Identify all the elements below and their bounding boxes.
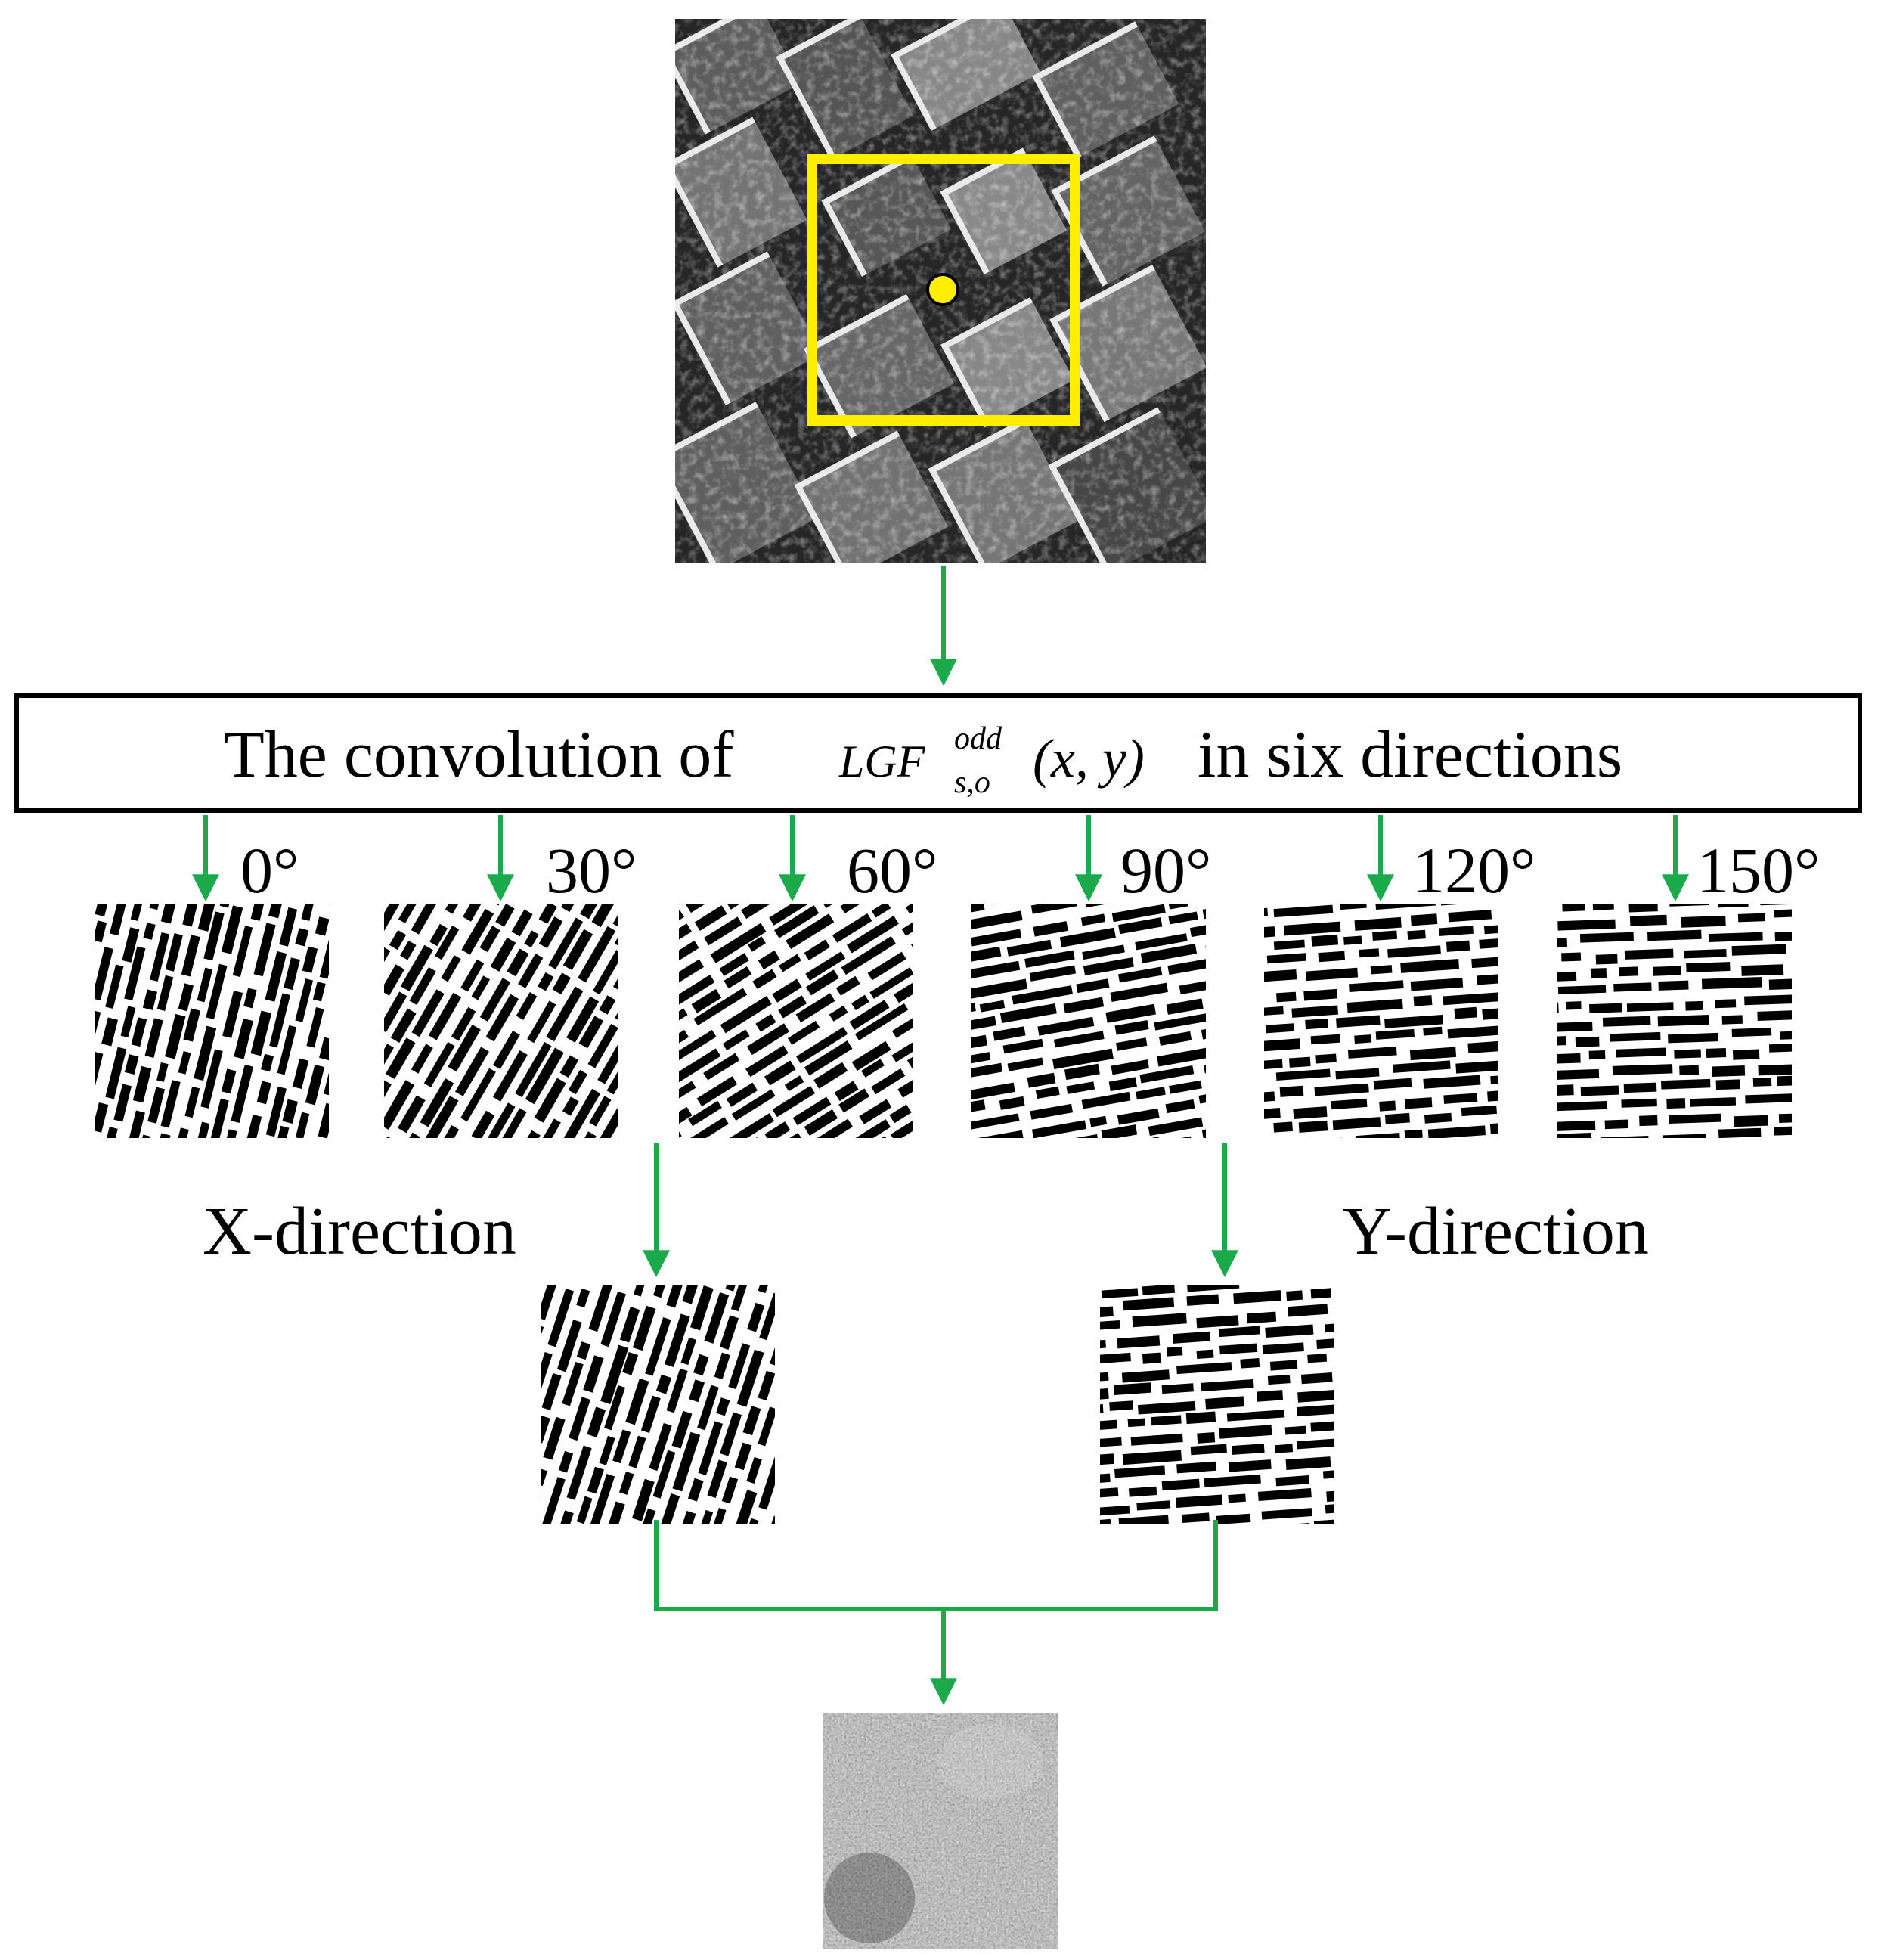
- direction-60: 60°: [679, 815, 937, 1138]
- direction-tile-60: [679, 904, 913, 1138]
- direction-tile-30: [384, 904, 618, 1138]
- analysis-window-box: [807, 154, 1080, 426]
- lgf-formula: LGF odd s,o (x, y): [838, 721, 1145, 800]
- formula-superscript: odd: [954, 721, 1002, 756]
- y-direction-response: [1100, 1285, 1334, 1524]
- direction-tile-90: [971, 904, 1206, 1138]
- x-direction-tile: [541, 1285, 775, 1524]
- operation-text-before: The convolution of: [224, 718, 734, 792]
- operation-text-after: in six directions: [1198, 718, 1622, 792]
- direction-tile-0: [95, 904, 329, 1138]
- direction-120: 120°: [1264, 815, 1535, 1138]
- formula-args: (x, y): [1033, 728, 1145, 789]
- direction-150: 150°: [1557, 815, 1820, 1138]
- direction-90: 90°: [971, 815, 1211, 1138]
- output-feature-map: [823, 1713, 1058, 1949]
- direction-30: 30°: [384, 815, 637, 1138]
- direction-label-0: 0°: [240, 834, 299, 907]
- formula-subscript: s,o: [954, 765, 990, 800]
- direction-tile-120: [1264, 904, 1498, 1138]
- formula-base: LGF: [838, 737, 926, 786]
- input-sar-image: [675, 19, 1206, 563]
- y-direction-label: Y-direction: [1343, 1194, 1649, 1269]
- x-direction-response: [541, 1285, 775, 1524]
- direction-label-60: 60°: [847, 834, 937, 907]
- x-direction-label: X-direction: [203, 1194, 516, 1269]
- direction-label-90: 90°: [1120, 834, 1211, 907]
- direction-0: 0°: [95, 815, 329, 1138]
- direction-label-30: 30°: [546, 834, 637, 907]
- direction-label-150: 150°: [1697, 834, 1820, 907]
- direction-responses: 0° 30° 60° 90° 120° 150°: [95, 815, 1820, 1138]
- direction-tile-150: [1557, 904, 1792, 1138]
- y-direction-tile: [1100, 1285, 1334, 1524]
- center-point: [926, 273, 959, 306]
- operation-box: [14, 693, 1862, 813]
- direction-label-120: 120°: [1412, 834, 1535, 907]
- merge-connector: [654, 1520, 1218, 1611]
